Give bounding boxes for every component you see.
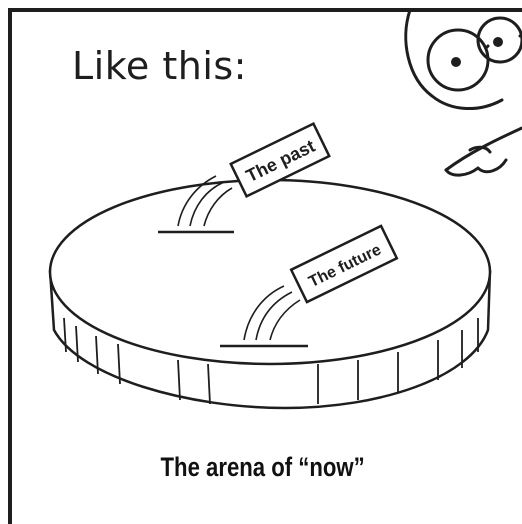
panel-heading: Like this:	[72, 44, 247, 88]
arena-caption: The arena of “now”	[49, 452, 477, 483]
character-eye-right	[495, 39, 502, 46]
character-eye-left	[453, 59, 460, 66]
character-illustration	[406, 10, 522, 175]
glasses-icon	[428, 18, 522, 90]
arena-top	[50, 180, 490, 364]
